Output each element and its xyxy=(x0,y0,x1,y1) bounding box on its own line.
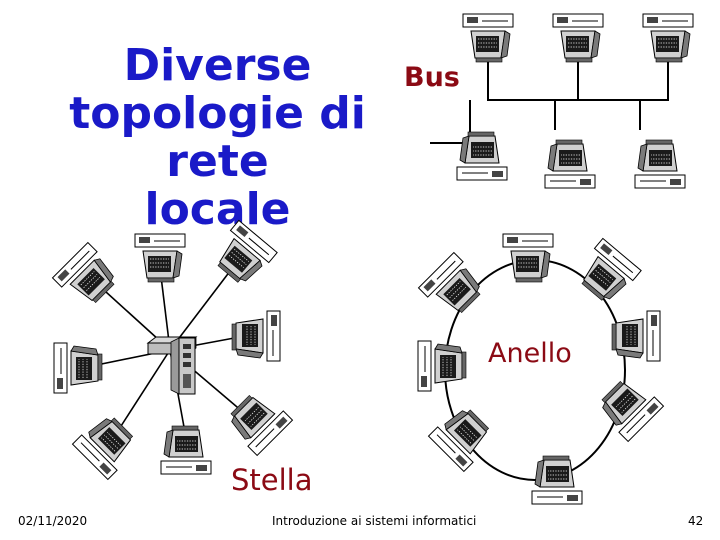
ring-computer-e-icon xyxy=(611,310,661,362)
bus-computer-6-icon xyxy=(634,139,686,189)
ring-topology xyxy=(417,233,664,505)
title-line-3: locale xyxy=(144,184,291,235)
star-label: Stella xyxy=(231,463,313,497)
star-computer-sw-icon xyxy=(72,409,143,480)
ring-label: Anello xyxy=(488,338,572,369)
ring-computer-w-icon xyxy=(417,340,467,392)
ring-computer-ne-icon xyxy=(571,237,642,308)
bus-computer-2-icon xyxy=(552,13,604,63)
star-server-icon xyxy=(170,337,196,395)
star-computer-s-icon xyxy=(160,425,212,475)
ring-computer-nw-icon xyxy=(418,252,489,323)
star-computer-nw-icon xyxy=(52,242,123,313)
slide-title: Diverse topologie di rete locale xyxy=(20,42,415,234)
bus-topology xyxy=(430,13,694,189)
bus-computer-5-icon xyxy=(544,139,596,189)
footer-course: Introduzione ai sistemi informatici xyxy=(272,514,477,528)
bus-label: Bus xyxy=(404,62,460,93)
footer-date: 02/11/2020 xyxy=(18,514,88,528)
ring-computer-sw-icon xyxy=(428,401,499,472)
title-line-1: Diverse xyxy=(123,40,312,91)
star-computer-w-icon xyxy=(53,342,103,394)
title-line-2: topologie di rete xyxy=(69,88,366,187)
footer-page-number: 42 xyxy=(688,514,704,528)
bus-computer-3-icon xyxy=(642,13,694,63)
bus-computer-4-icon xyxy=(456,131,508,181)
ring-computer-n-icon xyxy=(502,233,554,283)
bus-computer-1-icon xyxy=(462,13,514,63)
star-computer-e-icon xyxy=(231,310,281,362)
star-computer-ne-icon xyxy=(207,219,278,290)
star-topology xyxy=(52,219,293,480)
bus-cables xyxy=(430,62,669,144)
star-computer-n-icon xyxy=(134,233,186,283)
ring-computer-s-icon xyxy=(531,455,583,505)
star-computer-se-icon xyxy=(222,385,293,456)
ring-computer-se-icon xyxy=(593,371,664,442)
